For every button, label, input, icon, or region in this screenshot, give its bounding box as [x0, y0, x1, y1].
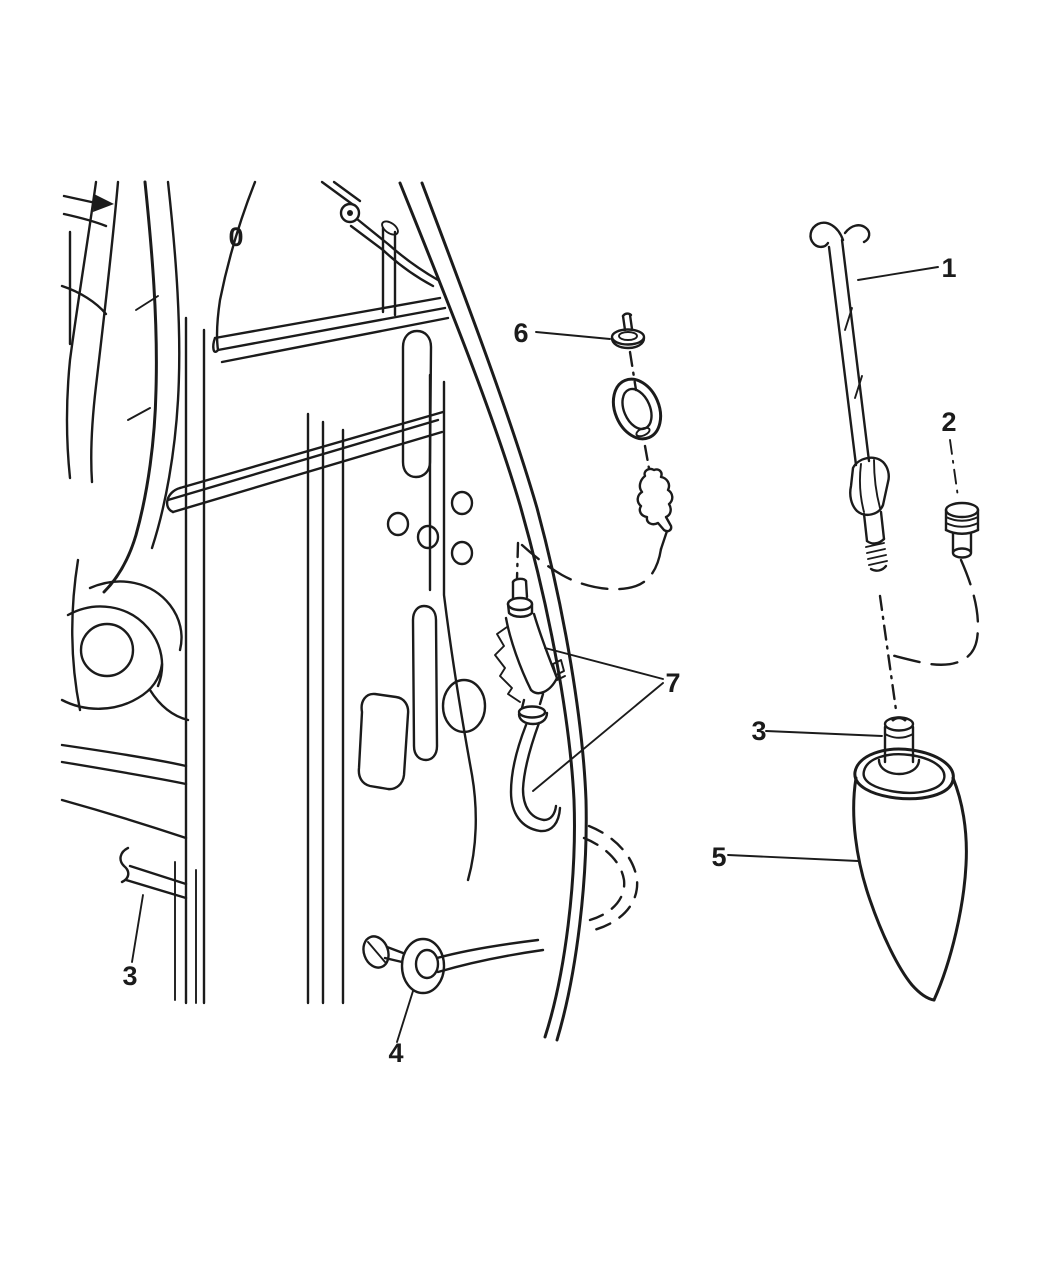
mast-collet	[849, 456, 890, 517]
base-body	[852, 776, 936, 1002]
centerline	[878, 594, 898, 712]
hinge-pillar	[174, 316, 206, 1005]
panel-hole	[450, 540, 474, 566]
leader-3-right	[765, 730, 883, 737]
leader-7-lower	[532, 682, 664, 792]
a-pillar	[398, 181, 588, 1042]
centerline	[628, 350, 638, 392]
centerline	[515, 541, 520, 581]
panel-slot-upper	[401, 329, 433, 479]
direction-arrow-icon	[60, 194, 114, 346]
cowl-bars	[165, 180, 450, 514]
body-brace	[119, 846, 188, 900]
callout-0: 0	[228, 222, 243, 252]
leader-7-upper	[544, 647, 664, 680]
leader-1	[857, 266, 939, 281]
cable	[509, 723, 562, 833]
callout-3-left: 3	[122, 961, 137, 991]
hidden-cable	[587, 824, 639, 932]
vehicle-body-drawing	[60, 180, 639, 1042]
panel-round-hole	[441, 678, 487, 734]
leader-lines	[131, 266, 959, 1043]
assembly-path	[889, 558, 980, 666]
leader-6	[535, 331, 611, 340]
mast-threads	[865, 542, 885, 548]
mast-rod	[827, 245, 858, 467]
mast-nut	[610, 312, 646, 350]
callout-3-right: 3	[751, 716, 766, 746]
cable-grommet	[362, 935, 545, 995]
door-jamb	[306, 412, 345, 1005]
panel-hole	[416, 524, 440, 550]
mast-hook	[809, 221, 845, 249]
callout-labels: 0 1 2 3 3 4 5 6 7	[122, 222, 956, 1068]
panel-hole	[386, 511, 410, 537]
callout-5: 5	[711, 842, 726, 872]
cowl-side-panel	[357, 329, 487, 882]
gasket	[611, 377, 663, 441]
callout-7: 7	[665, 668, 680, 698]
callout-6: 6	[513, 318, 528, 348]
leader-2	[949, 439, 959, 498]
assembly-path	[520, 543, 663, 591]
antenna-base	[852, 747, 968, 1002]
callout-4: 4	[388, 1038, 403, 1068]
panel-opening	[357, 692, 410, 791]
grommet-inner	[414, 948, 440, 980]
leader-4	[396, 990, 414, 1043]
upper-brace-and-bolt	[320, 180, 440, 317]
mounting-bracket	[636, 467, 674, 551]
wheelhouse-circle	[60, 558, 190, 722]
callout-2: 2	[941, 407, 956, 437]
panel-slot-long	[411, 604, 439, 762]
leader-3-left	[131, 894, 144, 963]
panel-hole	[450, 490, 474, 516]
callout-1: 1	[941, 253, 956, 283]
connector-bracket	[494, 626, 521, 703]
antenna-mast	[809, 221, 890, 572]
leader-5	[727, 854, 859, 862]
grommet-outer	[400, 937, 446, 995]
adapter-nut	[944, 501, 980, 559]
antenna-cable-connector	[494, 541, 639, 932]
